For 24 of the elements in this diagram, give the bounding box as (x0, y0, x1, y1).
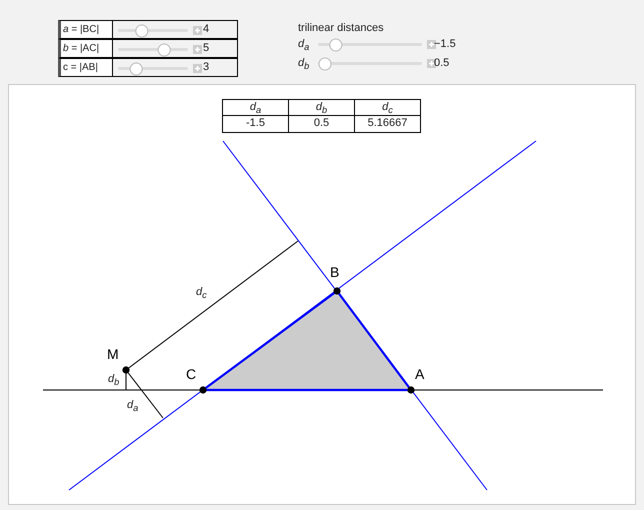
table-cell: -1.5 (222, 115, 289, 133)
slider-label: c = |AB| (58, 58, 113, 77)
slider-value: 5 (203, 42, 210, 54)
slider-label: d$_{b}$ (298, 57, 310, 72)
distance-label: d$_{c}$ (196, 286, 207, 300)
slider-value: −1.5 (434, 38, 456, 50)
point-label: A (415, 366, 424, 382)
slider-label: b = |AC| (58, 39, 113, 58)
section-heading: trilinear distances (298, 22, 384, 34)
slider-value: 0.5 (434, 57, 450, 69)
point-label: C (186, 366, 196, 382)
distance-label: d$_{b}$ (108, 373, 120, 388)
table-cell: 5.16667 (354, 115, 421, 133)
column-header: d$_{b}$ (288, 99, 355, 116)
distance-label: d$_{a}$ (127, 399, 138, 414)
column-header: d$_{c}$ (354, 99, 421, 116)
slider-value: 4 (203, 23, 210, 35)
slider-label: d$_{a}$ (298, 38, 310, 52)
slider-label: a = |BC| (58, 20, 113, 39)
point-label: B (330, 264, 340, 280)
point-label: M (107, 346, 119, 362)
column-header: d$_{a}$ (222, 99, 289, 116)
table-cell: 0.5 (288, 115, 355, 133)
slider-value: 3 (203, 61, 210, 73)
